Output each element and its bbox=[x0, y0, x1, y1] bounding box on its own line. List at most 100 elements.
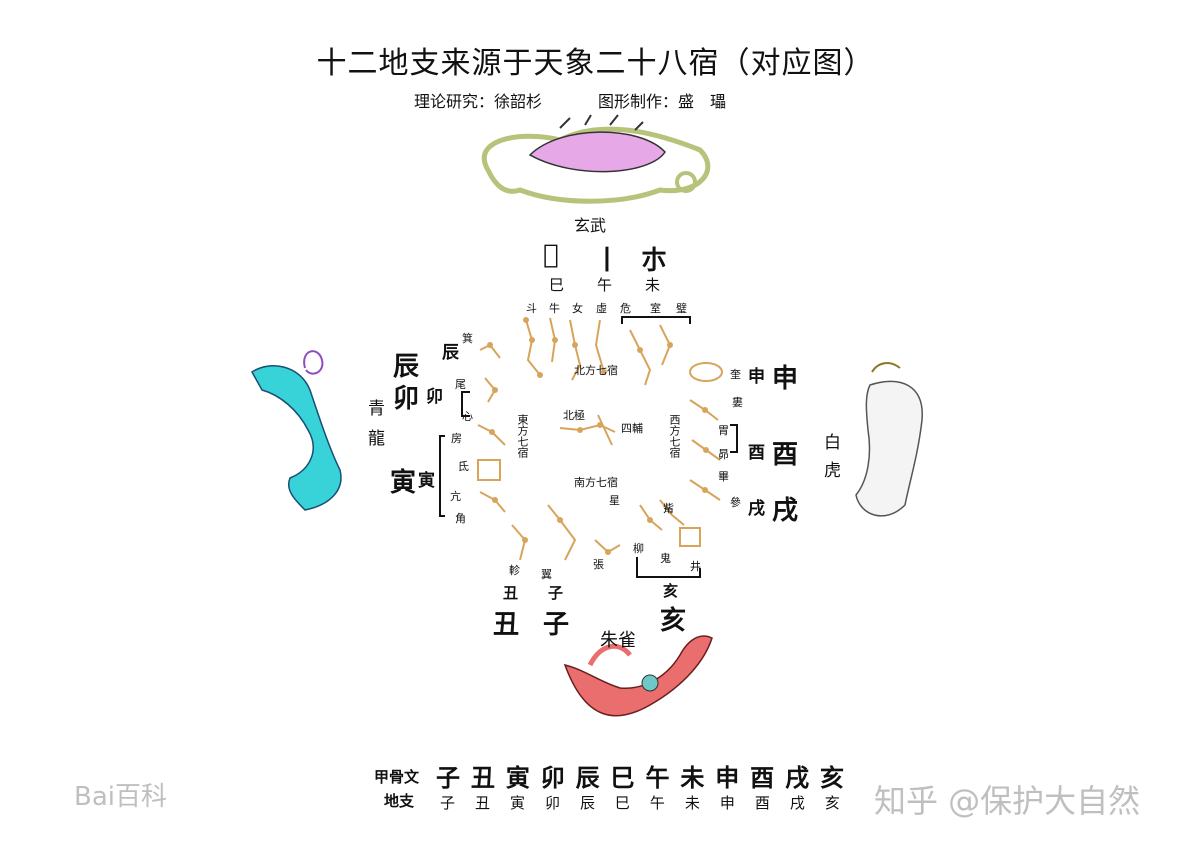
guardian-north-label: 玄武 bbox=[574, 216, 607, 235]
lodge-north-1: 斗 bbox=[526, 302, 537, 315]
branch-west-1: 申 bbox=[748, 367, 765, 387]
branch-south-3: 亥 bbox=[663, 582, 679, 600]
center-si-fu: 四輔 bbox=[621, 422, 643, 435]
lodge-south-6: 鬼 bbox=[660, 552, 671, 565]
lodge-east-1: 箕 bbox=[462, 332, 473, 345]
constellation-stars bbox=[487, 317, 709, 555]
legend-oracle-label: 甲骨文 bbox=[374, 768, 420, 786]
legend-branch-1: 子 bbox=[440, 794, 456, 812]
legend-oracle-8: 未 bbox=[680, 764, 705, 792]
region-south: 南方七宿 bbox=[574, 476, 618, 489]
legend-branch-row: 子 丑 寅 卯 辰 巳 午 未 申 酉 戌 亥 bbox=[440, 792, 840, 813]
guardian-east-label-1: 青 bbox=[368, 399, 385, 419]
lodge-north-4: 虛 bbox=[596, 302, 607, 315]
oracle-top-2: 丨 bbox=[594, 246, 621, 276]
lodge-north-6: 室 bbox=[650, 302, 661, 315]
legend-oracle-3: 寅 bbox=[505, 764, 530, 792]
oracle-south-2: 子 bbox=[543, 610, 570, 640]
lodge-brackets bbox=[439, 316, 738, 578]
lodge-west-5: 畢 bbox=[718, 470, 729, 483]
oracle-west-1: 申 bbox=[772, 364, 799, 394]
branch-top-1: 巳 bbox=[549, 276, 565, 294]
watermark-baidu: Bai百科 bbox=[74, 782, 167, 812]
lodge-north-2: 牛 bbox=[549, 302, 560, 315]
lodge-west-1: 奎 bbox=[730, 368, 741, 381]
center-pole: 北極 bbox=[563, 409, 585, 422]
lodge-south-1: 軫 bbox=[509, 564, 520, 577]
oracle-south-3: 亥 bbox=[660, 606, 687, 636]
guardian-west-label-2: 虎 bbox=[824, 461, 841, 481]
oracle-top-1: 𠃨 bbox=[543, 240, 559, 270]
legend-oracle-11: 戌 bbox=[785, 764, 810, 792]
oracle-east-1: 辰 bbox=[393, 352, 420, 382]
central-constellations bbox=[559, 414, 616, 446]
tortoise-snake-illustration bbox=[481, 114, 711, 204]
branch-south-1: 丑 bbox=[503, 584, 519, 602]
legend-branch-7: 午 bbox=[649, 794, 665, 812]
legend-branch-3: 寅 bbox=[509, 794, 525, 812]
legend-oracle-1: 子 bbox=[436, 764, 460, 792]
lodge-south-4: 星 bbox=[609, 494, 620, 507]
branch-top-2: 午 bbox=[597, 276, 613, 294]
lodge-west-2: 婁 bbox=[732, 396, 743, 409]
page-title: 十二地支来源于天象二十八宿（对应图） bbox=[316, 46, 875, 81]
legend-branch-6: 巳 bbox=[614, 794, 630, 812]
oracle-south-1: 丑 bbox=[493, 610, 520, 640]
legend-oracle-2: 丑 bbox=[470, 764, 495, 792]
region-north: 北方七宿 bbox=[574, 364, 618, 377]
east-lodge-constellations bbox=[477, 343, 506, 513]
legend-branch-12: 亥 bbox=[824, 794, 840, 812]
lodge-north-7: 璧 bbox=[676, 302, 687, 315]
legend-oracle-4: 卯 bbox=[540, 764, 565, 792]
region-west: 西方七宿 bbox=[668, 414, 681, 458]
legend-oracle-12: 亥 bbox=[819, 764, 844, 792]
legend-oracle-5: 辰 bbox=[575, 764, 600, 792]
lodge-north-3: 女 bbox=[572, 302, 583, 315]
guardian-west-label-1: 白 bbox=[824, 433, 841, 453]
vermilion-bird-illustration bbox=[563, 635, 713, 717]
lodge-east-6: 亢 bbox=[450, 490, 461, 503]
azure-dragon-illustration bbox=[251, 350, 342, 511]
branch-east-3: 寅 bbox=[418, 471, 435, 491]
lodge-east-7: 角 bbox=[455, 512, 466, 525]
branch-top-3: 未 bbox=[645, 276, 661, 294]
legend-oracle-6: 巳 bbox=[610, 764, 635, 792]
guardian-south-label: 朱雀 bbox=[600, 630, 636, 651]
credit-graphics: 图形制作：盛 瓃 bbox=[598, 92, 727, 111]
lodge-south-7: 井 bbox=[690, 560, 701, 573]
white-tiger-illustration bbox=[855, 362, 923, 517]
lodge-east-5: 氐 bbox=[458, 460, 469, 473]
lodge-south-5: 柳 bbox=[633, 542, 644, 555]
lodge-east-4: 房 bbox=[451, 432, 462, 445]
region-east: 東方七宿 bbox=[516, 414, 529, 458]
guardian-east-label-2: 龍 bbox=[368, 429, 385, 449]
oracle-west-3: 戌 bbox=[772, 496, 799, 526]
legend-branch-9: 申 bbox=[719, 794, 735, 812]
oracle-top-3: 朩 bbox=[641, 246, 668, 276]
legend-oracle-9: 申 bbox=[715, 764, 740, 792]
legend-oracle-row: 子 丑 寅 卯 辰 巳 午 未 申 酉 戌 亥 bbox=[436, 758, 844, 793]
oracle-east-2: 卯 bbox=[393, 384, 420, 414]
lodge-east-2: 尾 bbox=[455, 378, 466, 391]
lodge-east-3: 心 bbox=[462, 410, 473, 423]
oracle-east-3: 寅 bbox=[390, 468, 417, 498]
branch-south-2: 子 bbox=[548, 584, 564, 602]
legend-branch-10: 酉 bbox=[754, 794, 770, 812]
legend-oracle-10: 酉 bbox=[750, 764, 775, 792]
branch-east-1: 辰 bbox=[442, 343, 459, 363]
branch-east-2: 卯 bbox=[426, 387, 443, 407]
lodge-west-3: 胃 bbox=[718, 424, 729, 437]
branch-west-2: 酉 bbox=[748, 443, 765, 463]
legend-branch-2: 丑 bbox=[474, 794, 490, 812]
legend-branch-11: 戌 bbox=[789, 794, 805, 812]
legend-branch-label: 地支 bbox=[384, 792, 415, 810]
oracle-west-2: 酉 bbox=[772, 440, 799, 470]
credit-theory: 理论研究：徐韶杉 bbox=[414, 92, 543, 111]
lodge-south-3: 張 bbox=[593, 558, 604, 571]
lodge-west-6: 參 bbox=[730, 496, 741, 509]
legend-branch-8: 未 bbox=[684, 794, 700, 812]
branch-west-3: 戌 bbox=[748, 499, 765, 519]
lodge-west-4: 昴 bbox=[718, 448, 729, 461]
lodge-west-7: 觜 bbox=[663, 502, 674, 515]
